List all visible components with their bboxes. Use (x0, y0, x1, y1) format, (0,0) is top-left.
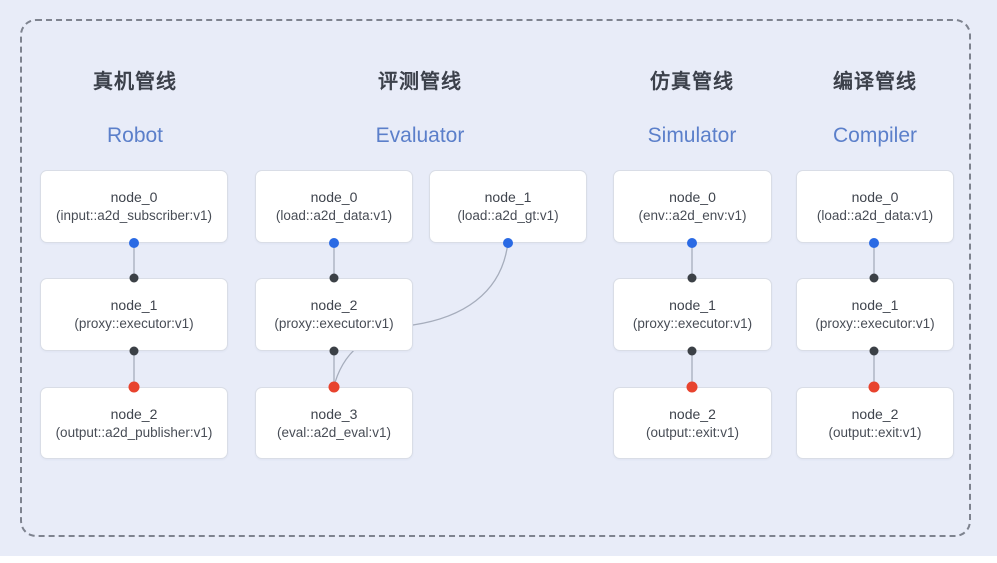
port-dot-blue (869, 238, 879, 248)
edge-curve-gt-to-eval (333, 241, 509, 387)
port-dot-black (129, 346, 139, 356)
node-card-robot-node2[interactable]: node_2 (output::a2d_publisher:v1) (40, 387, 228, 459)
port-dot-blue (329, 238, 339, 248)
port-dot-black (687, 273, 697, 283)
port-dot-black (329, 273, 339, 283)
node-name: node_1 (851, 297, 899, 313)
node-impl: (input::a2d_subscriber:v1) (55, 208, 213, 223)
node-card-compiler-node0[interactable]: node_0 (load::a2d_data:v1) (796, 170, 954, 243)
port-dot-red (128, 381, 140, 393)
node-name: node_0 (310, 189, 358, 205)
pipeline-title-en-simulator: Simulator (647, 124, 737, 147)
port-dot-black (869, 273, 879, 283)
port-dot-black (329, 346, 339, 356)
node-impl: (proxy::executor:v1) (74, 316, 194, 331)
node-name: node_2 (669, 405, 716, 422)
pipeline-title-en-evaluator: Evaluator (375, 124, 465, 147)
node-card-compiler-node2[interactable]: node_2 (output::exit:v1) (796, 387, 954, 459)
node-name: node_2 (851, 405, 899, 422)
node-name: node_2 (310, 297, 358, 313)
pipeline-title-en-robot: Robot (106, 124, 164, 147)
node-name: node_1 (110, 297, 158, 313)
node-impl: (eval::a2d_eval:v1) (276, 424, 392, 440)
node-impl: (load::a2d_data:v1) (816, 208, 934, 223)
port-dot-red (328, 381, 340, 393)
node-card-compiler-node1[interactable]: node_1 (proxy::executor:v1) (796, 278, 954, 351)
node-impl: (proxy::executor:v1) (815, 316, 935, 331)
node-card-evaluator-node3[interactable]: node_3 (eval::a2d_eval:v1) (255, 387, 413, 459)
node-impl: (proxy::executor:v1) (632, 316, 753, 331)
port-dot-black (869, 346, 879, 356)
port-dot-red (868, 381, 880, 393)
node-impl: (load::a2d_data:v1) (275, 208, 393, 223)
node-card-evaluator-node0[interactable]: node_0 (load::a2d_data:v1) (255, 170, 413, 243)
node-card-simulator-node1[interactable]: node_1 (proxy::executor:v1) (613, 278, 772, 351)
node-card-robot-node1[interactable]: node_1 (proxy::executor:v1) (40, 278, 228, 351)
node-name: node_2 (110, 405, 158, 422)
node-card-robot-node0[interactable]: node_0 (input::a2d_subscriber:v1) (40, 170, 228, 243)
node-name: node_1 (484, 189, 532, 205)
port-dot-black (129, 273, 139, 283)
port-dot-blue (687, 238, 697, 248)
node-name: node_0 (669, 189, 716, 205)
node-card-evaluator-node1[interactable]: node_1 (load::a2d_gt:v1) (429, 170, 587, 243)
node-name: node_0 (110, 189, 158, 205)
node-name: node_3 (310, 405, 358, 422)
node-impl: (output::exit:v1) (828, 424, 922, 440)
port-dot-red (686, 381, 698, 393)
pipeline-title-en-compiler: Compiler (832, 124, 918, 147)
node-card-evaluator-node2[interactable]: node_2 (proxy::executor:v1) (255, 278, 413, 351)
pipeline-title-zh-compiler: 编译管线 (833, 71, 917, 93)
node-impl: (output::a2d_publisher:v1) (55, 424, 213, 440)
node-impl: (env::a2d_env:v1) (638, 208, 747, 223)
pipeline-title-zh-simulator: 仿真管线 (650, 71, 734, 93)
pipeline-title-zh-robot: 真机管线 (93, 71, 177, 93)
node-name: node_0 (851, 189, 899, 205)
node-name: node_1 (669, 297, 716, 313)
node-card-simulator-node0[interactable]: node_0 (env::a2d_env:v1) (613, 170, 772, 243)
node-impl: (output::exit:v1) (645, 424, 740, 440)
port-dot-blue (129, 238, 139, 248)
node-impl: (load::a2d_gt:v1) (457, 208, 559, 223)
node-impl: (proxy::executor:v1) (274, 316, 394, 331)
node-card-simulator-node2[interactable]: node_2 (output::exit:v1) (613, 387, 772, 459)
port-dot-black (687, 346, 697, 356)
pipeline-title-zh-evaluator: 评测管线 (378, 71, 462, 93)
pipeline-group-dashed-border (20, 19, 971, 537)
port-dot-blue (503, 238, 513, 248)
